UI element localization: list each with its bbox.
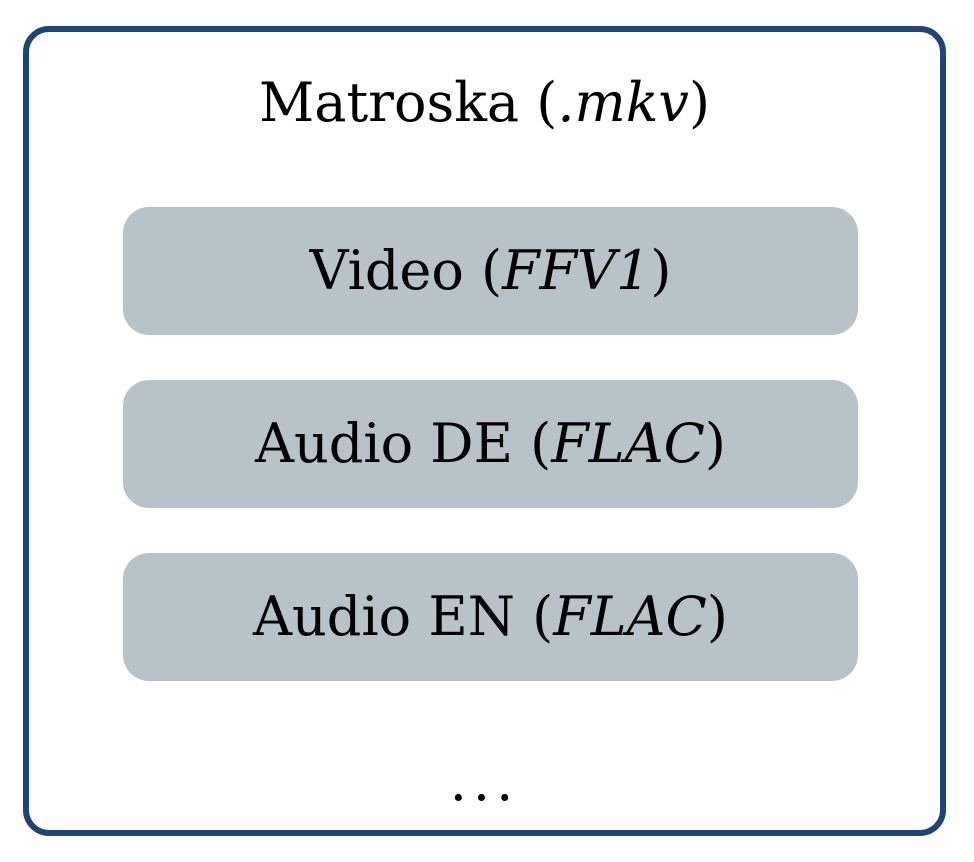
container-title: Matroska (.mkv) bbox=[258, 71, 711, 134]
stream-label: Audio DE bbox=[255, 412, 514, 475]
stream-codec: FLAC bbox=[551, 412, 705, 475]
stream-codec: FFV1 bbox=[502, 239, 651, 302]
matroska-container: Matroska (.mkv) Video (FFV1) Audio DE (F… bbox=[23, 26, 946, 836]
stream-audio-de: Audio DE (FLAC) bbox=[123, 380, 858, 508]
container-name: Matroska bbox=[258, 71, 520, 134]
stream-video: Video (FFV1) bbox=[123, 207, 858, 335]
more-streams-ellipsis: ... bbox=[449, 750, 520, 813]
stream-label: Video bbox=[309, 239, 464, 302]
container-extension: .mkv bbox=[557, 71, 689, 134]
stream-audio-en: Audio EN (FLAC) bbox=[123, 553, 858, 681]
stream-codec: FLAC bbox=[553, 585, 707, 648]
stream-label: Audio EN bbox=[253, 585, 515, 648]
